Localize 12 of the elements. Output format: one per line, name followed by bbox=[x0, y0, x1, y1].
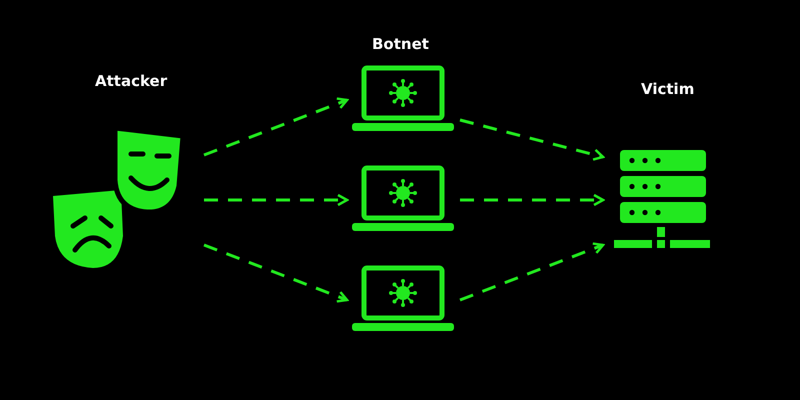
heading: Botnet bbox=[372, 34, 429, 55]
infected-laptop-icon bbox=[350, 265, 456, 333]
dashed-arrow bbox=[203, 244, 348, 303]
dashed-arrow bbox=[460, 194, 604, 206]
heading: Victim bbox=[641, 79, 694, 100]
heading: Attacker bbox=[95, 71, 168, 92]
infected-laptop-icon bbox=[350, 165, 456, 233]
infected-laptop-icon bbox=[350, 65, 456, 133]
dashed-arrow bbox=[204, 194, 348, 206]
dashed-arrow bbox=[460, 118, 604, 161]
dashed-arrow bbox=[459, 242, 604, 302]
dashed-arrow bbox=[203, 97, 348, 156]
